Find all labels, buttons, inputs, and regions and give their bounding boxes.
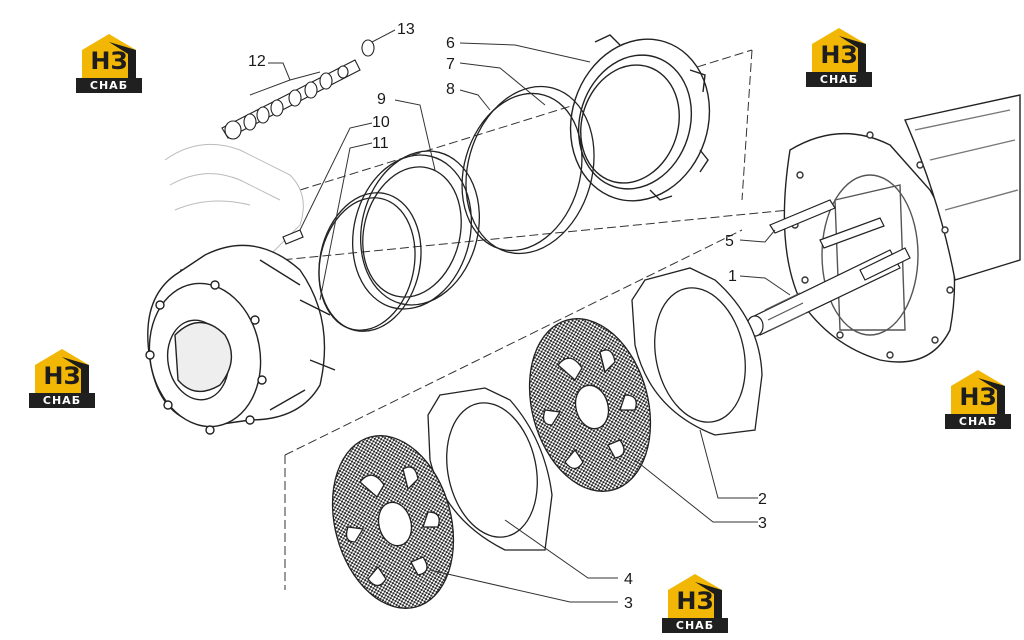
callout-6: 6 [446,35,455,52]
watermark-logo: HЗ СНАБ [662,570,728,634]
watermark-monogram: HЗ [676,587,714,615]
callout-2: 2 [758,491,767,508]
axle-housing [783,94,1021,363]
callout-4: 4 [624,571,633,588]
parts-7-8-rings [461,85,595,255]
callout-3a: 3 [758,515,767,532]
callout-11: 11 [372,135,389,152]
watermark-name: СНАБ [662,618,728,633]
part-10-pin [282,229,304,245]
callout-1: 1 [728,268,737,285]
callout-9: 9 [377,91,386,108]
part-6-piston-housing [569,34,711,202]
part-1-shaft [746,247,911,337]
part-9-ring [351,150,481,310]
watermark-logo: HЗ СНАБ [806,24,872,88]
callout-3b: 3 [624,595,633,612]
callout-5: 5 [725,233,734,250]
watermark-logo: HЗ СНАБ [945,366,1011,430]
callout-8: 8 [446,81,455,98]
watermark-monogram: HЗ [820,41,858,69]
leader-lines [249,29,791,603]
background-housing-sketch [164,143,304,256]
part-12-13-valve-assembly [221,39,375,140]
watermark-name: СНАБ [76,78,142,93]
callout-12: 12 [248,53,266,70]
watermark-monogram: HЗ [959,383,997,411]
part-2-separator-plate [631,267,763,436]
watermark-logo: HЗ СНАБ [29,345,95,409]
part-4-separator-plate [427,387,553,551]
callout-7: 7 [446,56,455,73]
watermark-name: СНАБ [806,72,872,87]
part-3-friction-disc-upper [528,318,652,492]
watermark-logo: HЗ СНАБ [76,30,142,94]
part-5-pins [769,199,885,249]
watermark-monogram: HЗ [43,362,81,390]
part-3-friction-disc-lower [331,435,455,609]
watermark-name: СНАБ [945,414,1011,429]
callout-13: 13 [397,21,415,38]
watermark-name: СНАБ [29,393,95,408]
wheel-hub [145,244,336,435]
watermark-monogram: HЗ [90,47,128,75]
callout-10: 10 [372,114,390,131]
part-11-o-ring [318,192,422,332]
